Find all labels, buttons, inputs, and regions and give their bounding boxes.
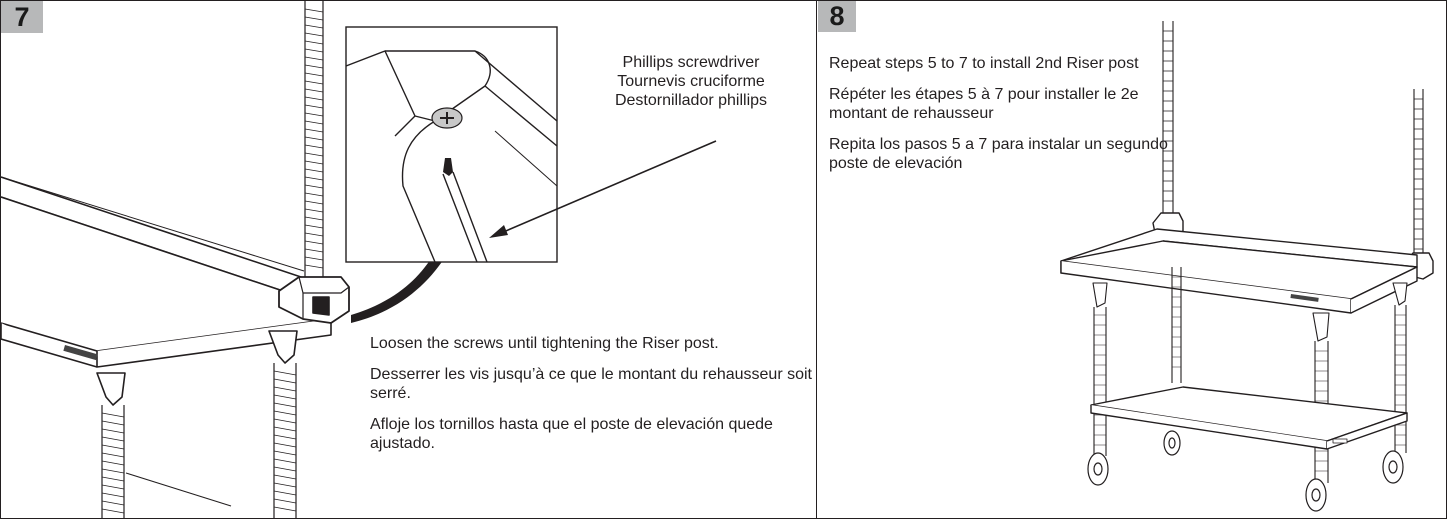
step-8-instructions: Repeat steps 5 to 7 to install 2nd Riser… (829, 54, 1179, 185)
screw-icon (431, 107, 463, 129)
tool-label: Phillips screwdriver Tournevis cruciform… (571, 53, 811, 110)
tool-label-en: Phillips screwdriver (622, 54, 760, 71)
screwdriver-icon (442, 158, 488, 263)
cart-icon (1090, 386, 1408, 450)
instruction-es: Afloje los tornillos hasta que el poste … (370, 416, 773, 452)
tool-label-fr: Tournevis cruciforme (617, 73, 765, 90)
step-number-badge: 8 (818, 1, 856, 32)
tool-label-es: Destornillador phillips (614, 92, 768, 109)
caster-wheel-icon (1087, 430, 1404, 512)
instruction-en: Loosen the screws until tightening the R… (370, 335, 719, 352)
step-7-panel: 7 Phillips screwdriver Tournevis crucifo… (0, 0, 817, 519)
screw-detail-inset (345, 26, 558, 263)
instruction-en: Repeat steps 5 to 7 to install 2nd Riser… (829, 55, 1139, 72)
instruction-fr: Desserrer les vis jusqu’à ce que le mont… (370, 366, 812, 402)
instruction-es: Repita los pasos 5 a 7 para instalar un … (829, 136, 1168, 172)
step-8-illustration (1060, 21, 1434, 512)
step-7-instructions: Loosen the screws until tightening the R… (370, 334, 815, 465)
step-8-panel: 8 Repeat steps 5 to 7 to install 2nd Ris… (817, 0, 1447, 519)
step-number-badge: 7 (1, 1, 43, 33)
instruction-fr: Répéter les étapes 5 à 7 pour installer … (829, 86, 1139, 122)
leader-arrow (489, 140, 717, 238)
